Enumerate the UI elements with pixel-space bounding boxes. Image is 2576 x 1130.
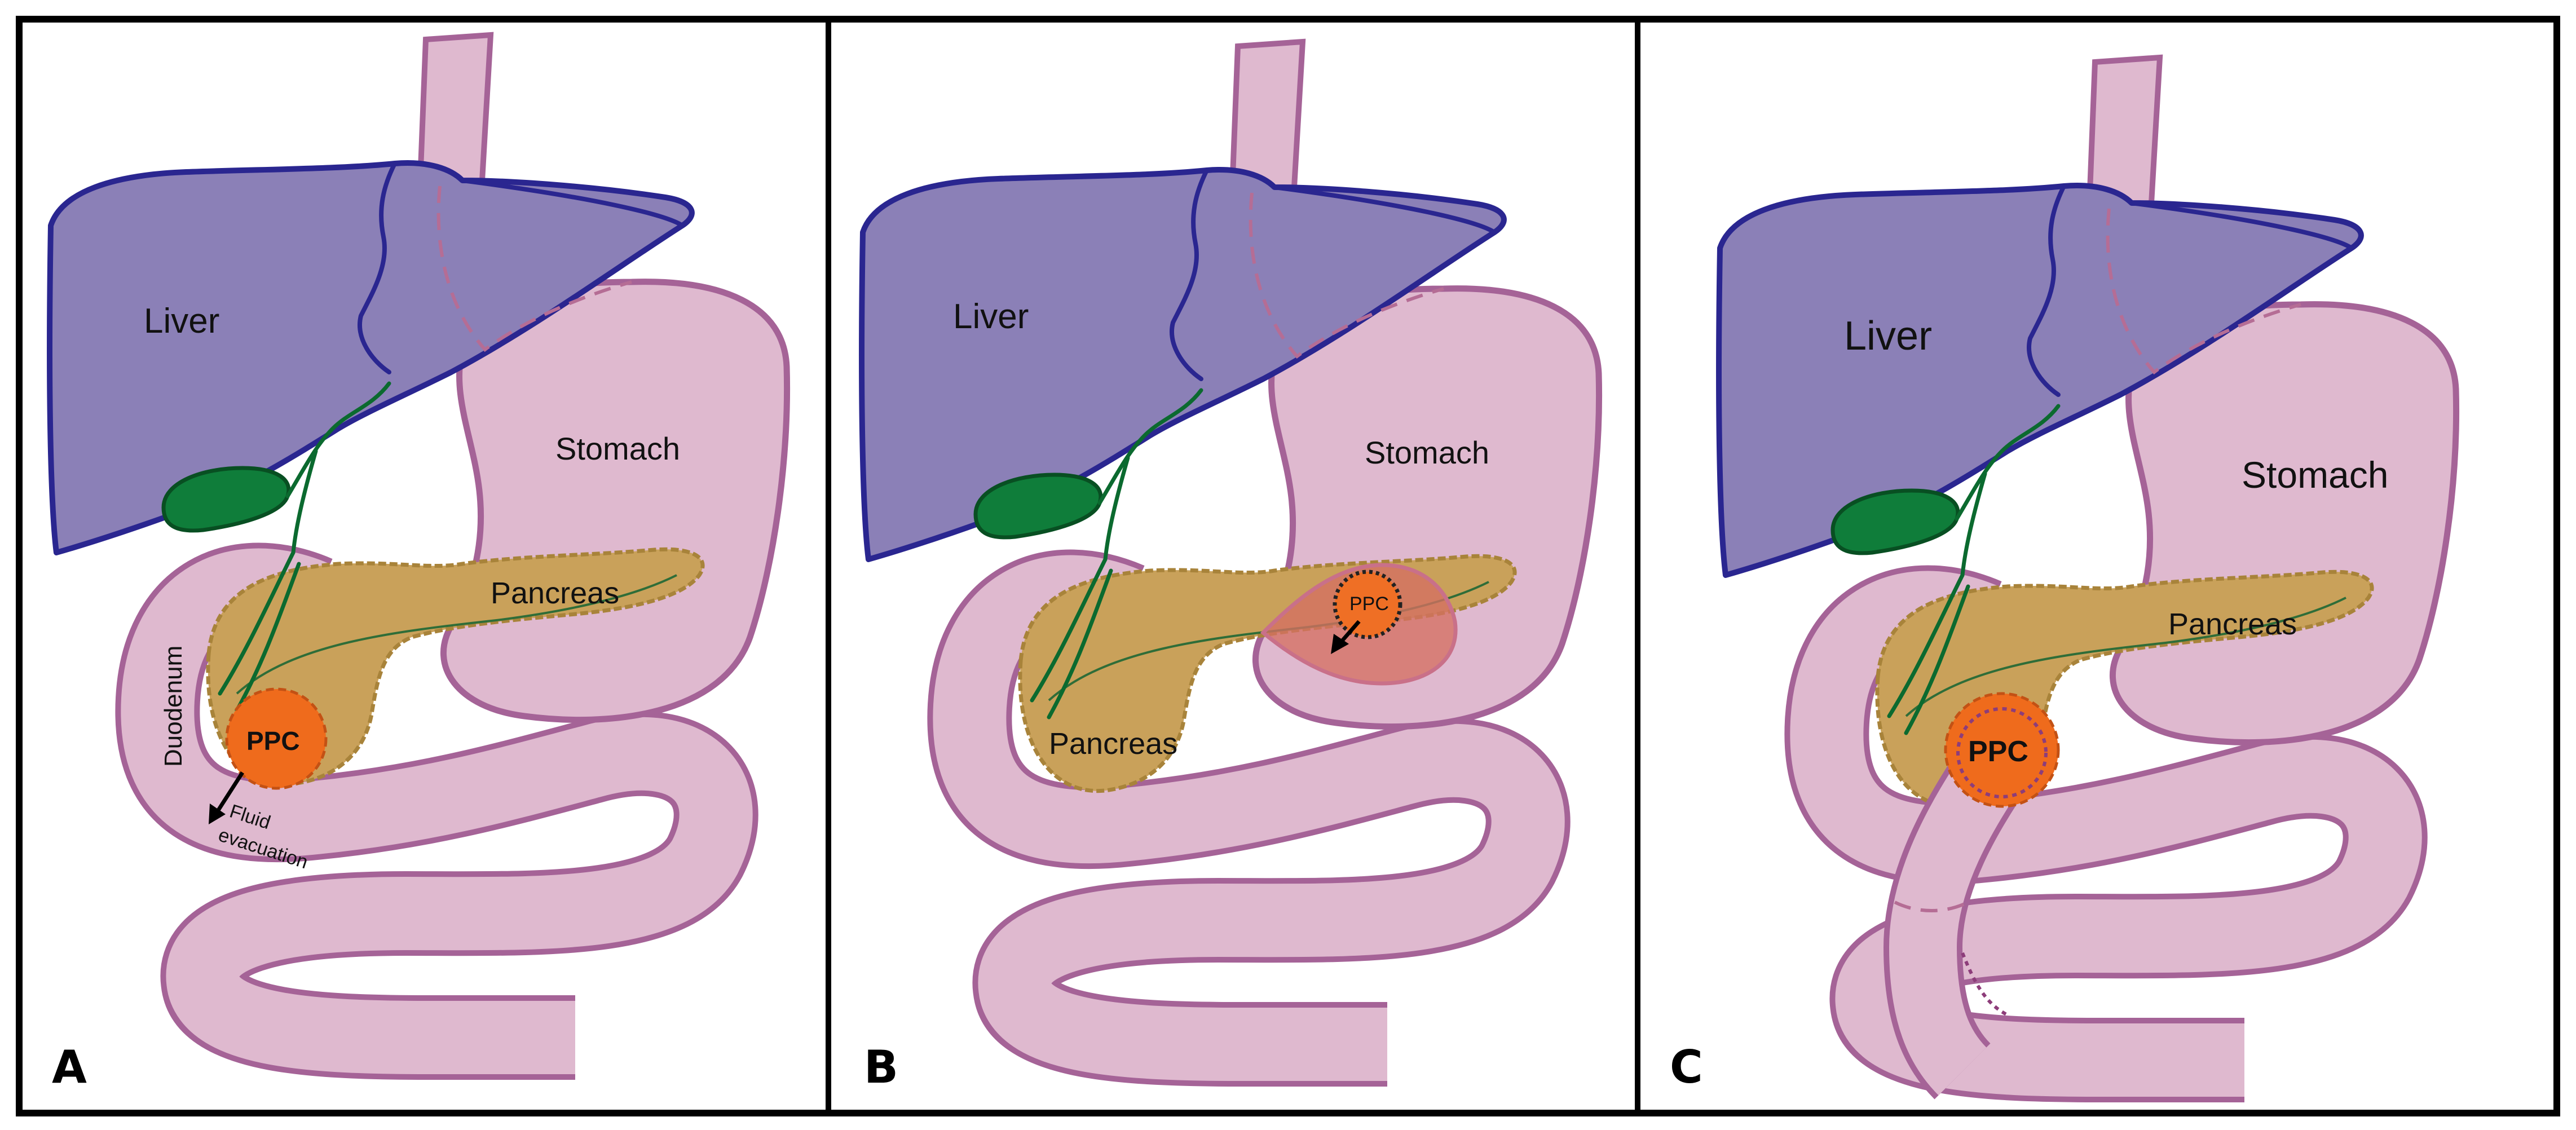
ppc-cyst-b — [1333, 570, 1402, 639]
ppc-label: PPC — [1349, 593, 1389, 615]
pancreas-label: Pancreas — [1049, 727, 1177, 761]
panel-b: Liver Stomach Pancreas PPC B — [862, 42, 1599, 1093]
stomach-label: Stomach — [1365, 435, 1489, 470]
panel-letter-b: B — [864, 1041, 898, 1093]
fluid-arrow — [215, 771, 244, 813]
stomach-label: Stomach — [2242, 454, 2388, 496]
ppc-label: PPC — [1968, 735, 2028, 768]
panel-c: Liver Stomach Pancreas PPC C — [1670, 58, 2456, 1093]
liver-label: Liver — [953, 297, 1029, 336]
anastomosis-stitch — [1961, 952, 2009, 1017]
panel-letter-c: C — [1670, 1041, 1703, 1093]
pancreas-label: Pancreas — [491, 576, 619, 610]
ppc-label: PPC — [246, 726, 300, 756]
liver-label: Liver — [144, 302, 219, 341]
ppc-cyst-a — [225, 687, 328, 790]
stomach-label: Stomach — [555, 431, 680, 466]
pancreas-label: Pancreas — [2168, 607, 2297, 641]
ppc-cyst-c — [1944, 692, 2060, 808]
panel-letter-a: A — [52, 1041, 87, 1093]
cystojejunostomy-suture — [1956, 707, 2048, 798]
liver-label: Liver — [1844, 314, 1932, 359]
duodenum-label: Duodenum — [160, 646, 187, 767]
